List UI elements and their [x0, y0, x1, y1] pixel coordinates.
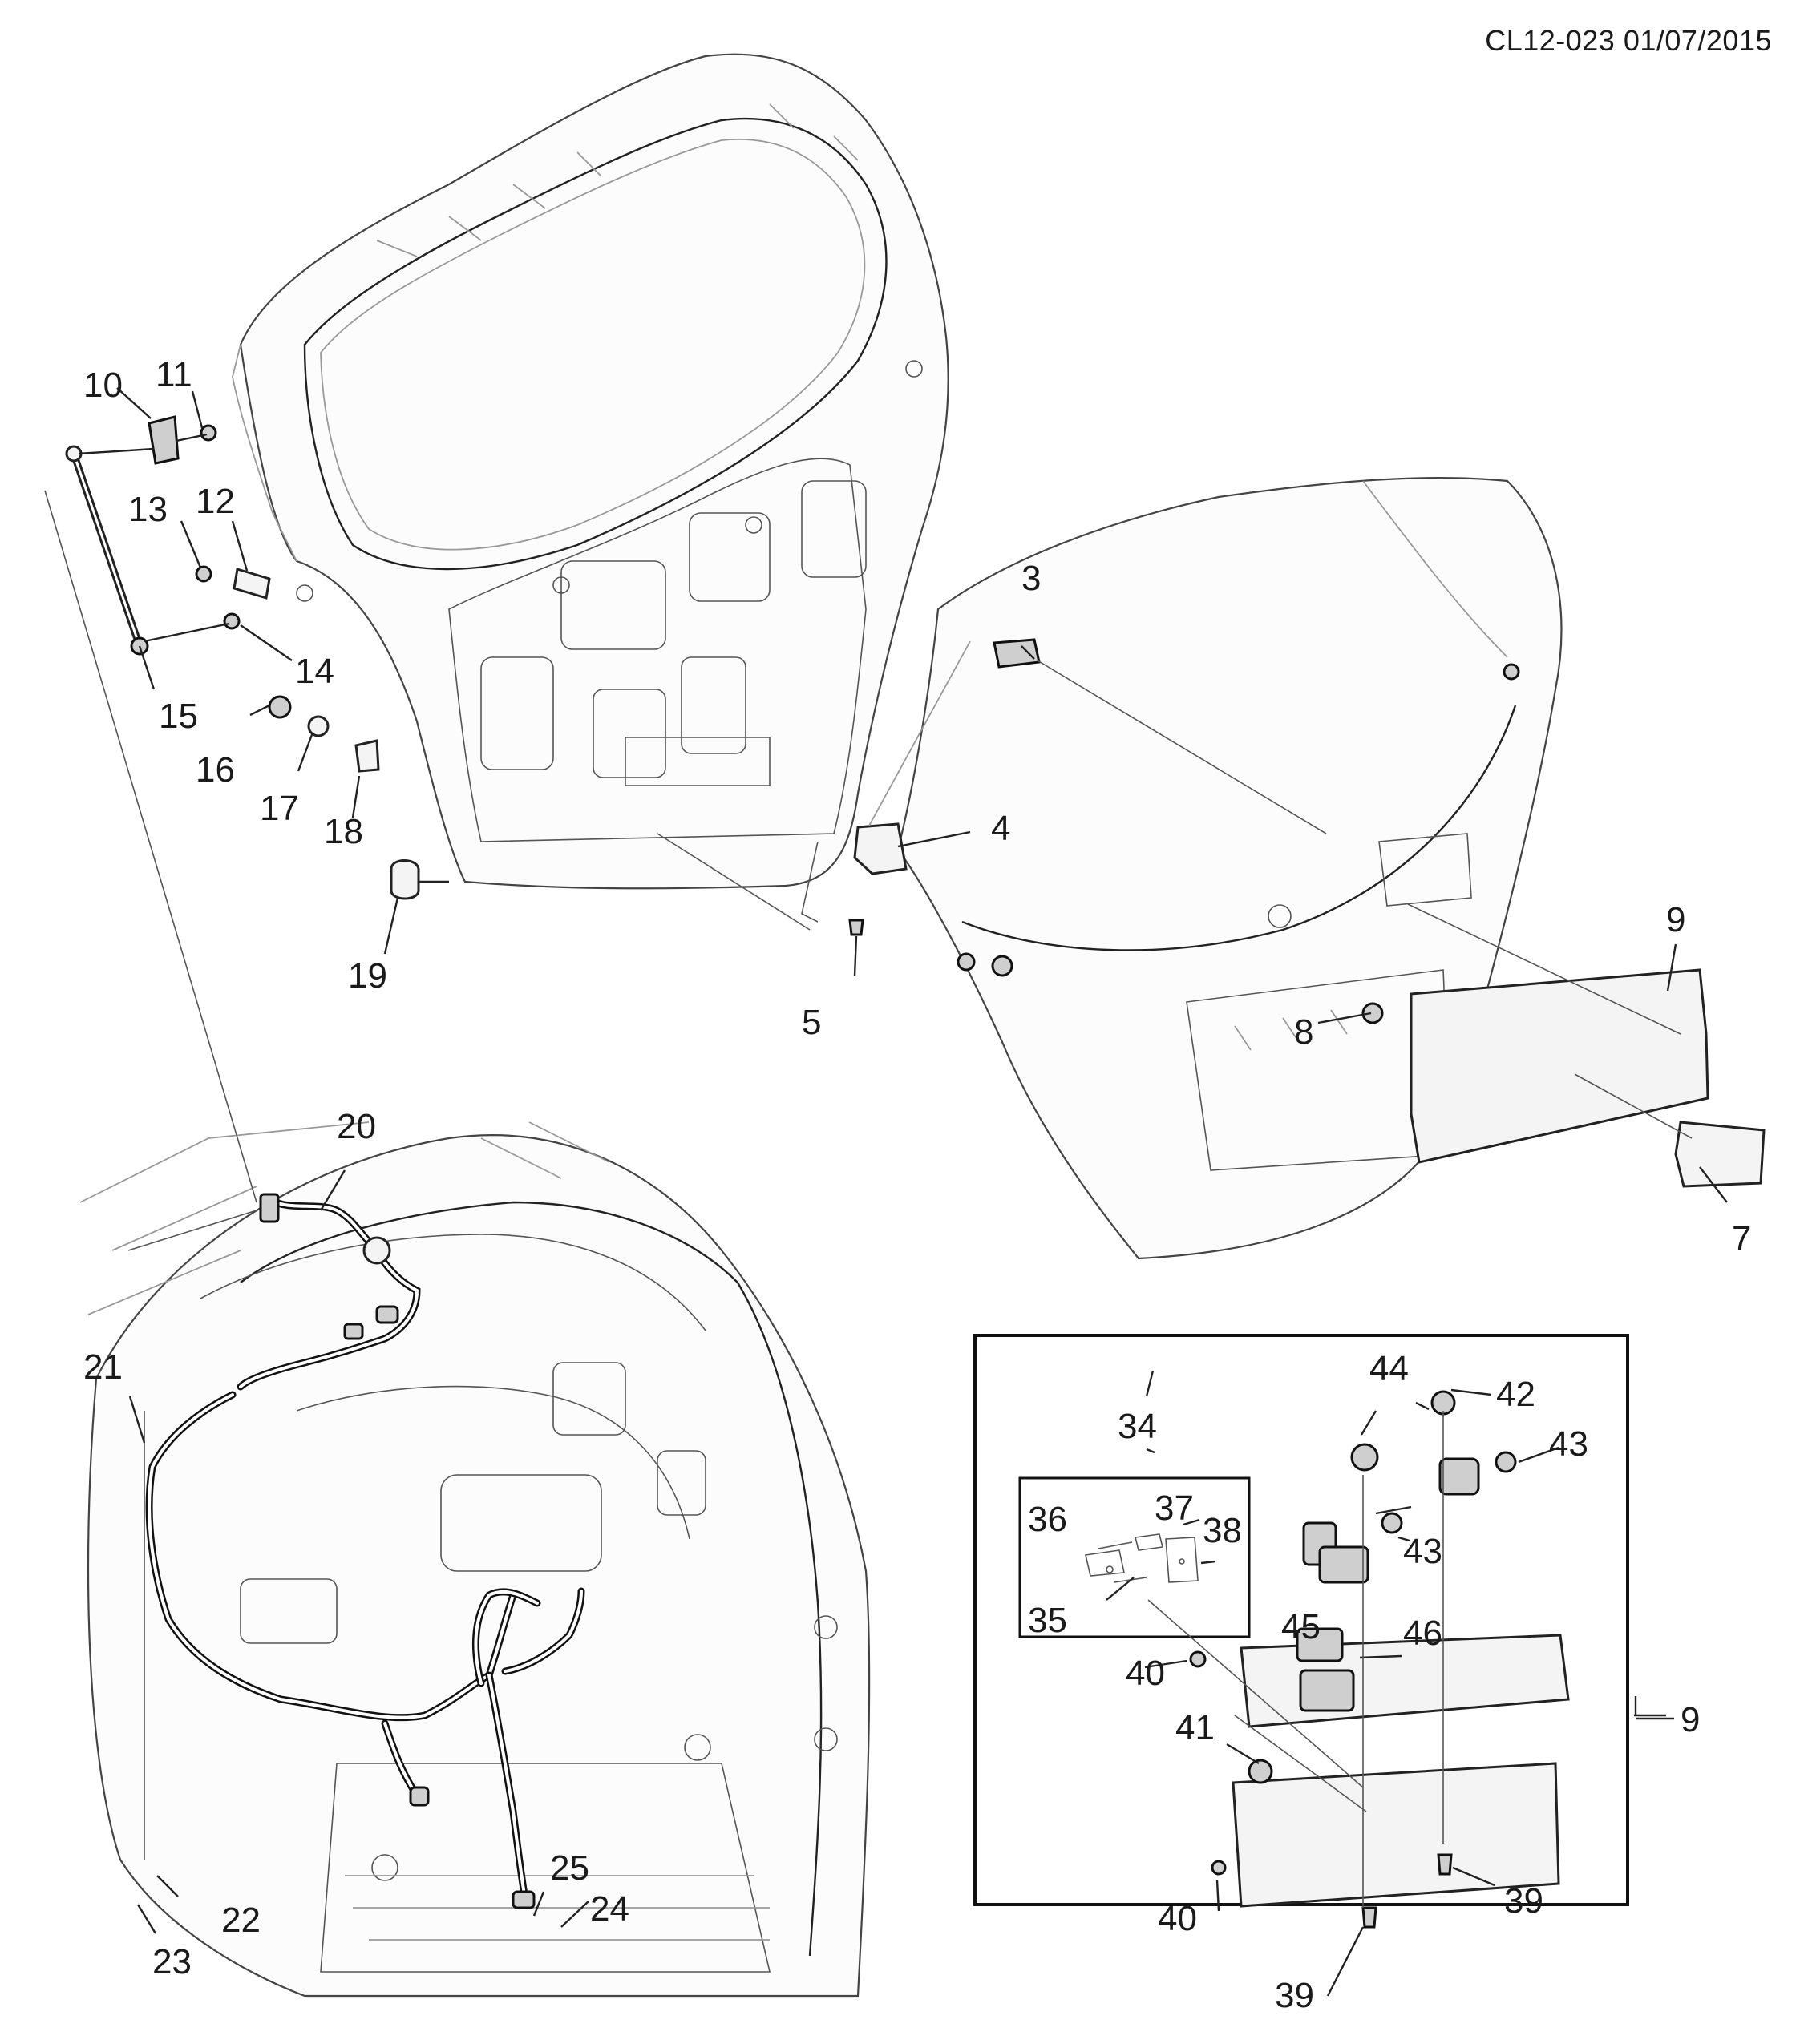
garnish-detail-box	[973, 1334, 1629, 1929]
callout-43-lower: 43	[1403, 1532, 1442, 1571]
callout-9-upper: 9	[1666, 900, 1685, 939]
callout-39-right: 39	[1504, 1881, 1543, 1921]
callout-35: 35	[1028, 1601, 1067, 1640]
callout-34: 34	[1118, 1407, 1157, 1446]
callout-14: 14	[295, 652, 334, 691]
callout-39-bottom: 39	[1275, 1976, 1314, 2015]
callout-numbers: 10 11 13 12 14 15 16 17 18 19 3 4 5 8 9 …	[83, 355, 1751, 2015]
vehicle-cargo-area	[79, 1121, 871, 1998]
callout-9-box: 9	[1681, 1700, 1700, 1739]
callout-20: 20	[337, 1107, 376, 1146]
callout-3: 3	[1021, 559, 1041, 598]
callout-5: 5	[802, 1003, 821, 1042]
body-harness-21	[145, 1391, 585, 1909]
callout-17: 17	[260, 789, 299, 828]
callout-46: 46	[1403, 1614, 1442, 1653]
callout-42: 42	[1496, 1375, 1535, 1414]
callout-23: 23	[152, 1942, 192, 1981]
callout-44: 44	[1369, 1349, 1409, 1388]
callout-11: 11	[156, 355, 192, 394]
callout-40-lower: 40	[1158, 1899, 1197, 1938]
callout-4: 4	[991, 809, 1010, 848]
callout-22: 22	[221, 1901, 261, 1940]
callout-7: 7	[1732, 1219, 1751, 1258]
liftgate-harness-20	[237, 1193, 421, 1391]
leader-lines	[44, 387, 1728, 1997]
latch-parts	[848, 638, 1766, 1188]
callout-15: 15	[159, 697, 198, 736]
callout-43-upper: 43	[1549, 1424, 1588, 1464]
rear-body-panel	[896, 476, 1563, 1260]
callout-41: 41	[1175, 1708, 1215, 1747]
callout-37: 37	[1155, 1489, 1194, 1528]
callout-21: 21	[83, 1347, 123, 1387]
callout-25: 25	[550, 1848, 589, 1888]
callout-24: 24	[590, 1889, 629, 1929]
callout-8: 8	[1294, 1012, 1313, 1052]
callout-10: 10	[83, 366, 123, 405]
callout-13: 13	[128, 490, 168, 529]
callout-12: 12	[196, 482, 235, 521]
callout-40-upper: 40	[1126, 1654, 1165, 1693]
callout-38: 38	[1203, 1511, 1242, 1550]
gas-strut-parts	[65, 415, 420, 900]
callout-36: 36	[1028, 1500, 1067, 1539]
callout-19: 19	[348, 956, 387, 996]
callout-16: 16	[196, 750, 235, 790]
callout-18: 18	[324, 812, 363, 851]
callout-45: 45	[1281, 1607, 1321, 1646]
liftgate-inner-panel	[232, 53, 949, 890]
drawing-code: CL12-023 01/07/2015	[1485, 24, 1772, 57]
